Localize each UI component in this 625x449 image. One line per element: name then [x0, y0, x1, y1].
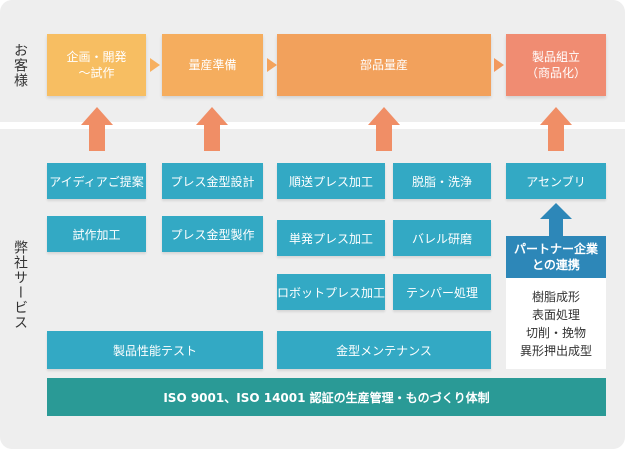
partner-service-list: 樹脂成形 表面処理 切削・挽物 異形押出成型: [506, 278, 606, 369]
flow-arrow-icon: [150, 58, 160, 72]
up-arrow-icon: [540, 107, 572, 151]
our-services-label: 弊社サービス: [12, 240, 28, 330]
partner-collaboration-header: パートナー企業 との連携: [506, 236, 606, 278]
stage-assembly-line1: 製品組立: [531, 50, 580, 64]
service-idea-proposal: アイディアご提案: [47, 163, 146, 199]
partner-item: 切削・挽物: [525, 325, 586, 340]
stage-planning: 企画・開発 〜試作: [47, 34, 146, 96]
stage-mass-prep-label: 量産準備: [188, 58, 237, 72]
service-press-die-design: プレス金型設計: [162, 163, 263, 199]
service-robot-press: ロボットプレス加工: [277, 274, 385, 310]
service-press-die-manufacturing: プレス金型製作: [162, 216, 263, 252]
stage-planning-line2: 〜試作: [78, 66, 115, 80]
flow-arrow-icon: [494, 58, 504, 72]
service-prototype-processing: 試作加工: [47, 216, 146, 252]
partner-item: 異形押出成型: [519, 343, 592, 358]
partner-item: 樹脂成形: [531, 289, 580, 304]
stage-planning-line1: 企画・開発: [66, 50, 127, 64]
stage-parts-production-label: 部品量産: [359, 58, 408, 72]
customer-label: お客様: [12, 42, 28, 88]
partner-title-line2: との連携: [532, 258, 580, 272]
service-degreasing-washing: 脱脂・洗浄: [393, 163, 491, 199]
partner-title-line1: パートナー企業: [513, 242, 598, 256]
service-assembly: アセンブリ: [506, 163, 606, 199]
service-single-press: 単発プレス加工: [277, 220, 385, 256]
flow-arrow-icon: [267, 58, 277, 72]
service-tempering: テンパー処理: [393, 274, 491, 310]
service-product-testing: 製品性能テスト: [47, 331, 263, 369]
up-arrow-icon: [81, 107, 113, 151]
service-progressive-press: 順送プレス加工: [277, 163, 385, 199]
stage-parts-production: 部品量産: [277, 34, 491, 96]
up-arrow-icon: [196, 107, 228, 151]
stage-mass-prep: 量産準備: [162, 34, 263, 96]
service-die-maintenance: 金型メンテナンス: [277, 331, 491, 369]
partner-up-arrow-icon: [540, 203, 572, 236]
up-arrow-icon: [368, 107, 400, 151]
partner-item: 表面処理: [531, 307, 580, 322]
service-barrel-polishing: バレル研磨: [393, 220, 491, 256]
iso-certification-bar: ISO 9001、ISO 14001 認証の生産管理・ものづくり体制: [47, 378, 606, 416]
stage-assembly-line2: （商品化）: [525, 66, 586, 80]
stage-assembly-product: 製品組立 （商品化）: [506, 34, 606, 96]
